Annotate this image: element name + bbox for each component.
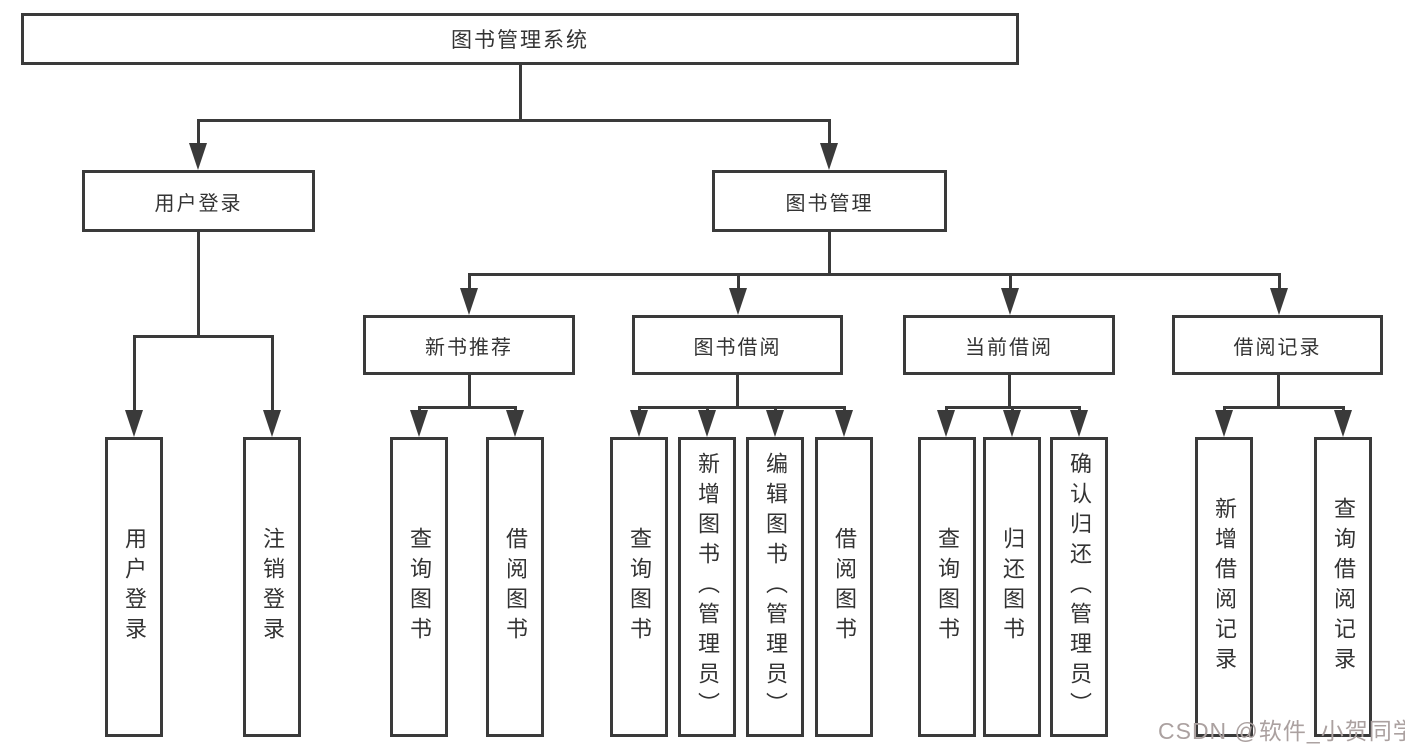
node-book-mgmt: 图书管理 [712,170,947,232]
connector-current-borrow-stem [1008,375,1011,409]
arrowhead-down-borrow-record [1270,288,1288,315]
node-book-mgmt-label: 图书管理 [785,192,874,215]
node-current-borrow-label: 当前借阅 [965,336,1053,359]
node-leaf-query-books-1: 查询图书 [390,437,448,737]
connector-drop-book-borrow [737,273,740,293]
arrowhead-down [1334,410,1352,437]
node-leaf-label: 查询借阅记录 [1331,497,1356,677]
node-book-borrow-label: 图书借阅 [693,336,782,359]
node-new-book-rec-label: 新书推荐 [425,336,513,359]
node-leaf-query-books-2: 查询图书 [610,437,668,737]
arrowhead-down-current-borrow [1001,288,1019,315]
connector-drop-borrow-record [1278,273,1281,293]
node-leaf-label: 查询图书 [407,527,432,647]
connector-drop-leaf-login [133,335,136,415]
arrowhead-down-book-mgmt [820,143,838,170]
arrowhead-down-new-book-rec [460,288,478,315]
node-current-borrow: 当前借阅 [903,315,1115,375]
node-leaf-label: 借阅图书 [832,527,857,647]
arrowhead-down [1215,410,1233,437]
node-user-login: 用户登录 [82,170,315,232]
arrowhead-down [630,410,648,437]
node-leaf-return-book: 归还图书 [983,437,1041,737]
arrowhead-down [937,410,955,437]
node-leaf-label: 注销登录 [260,527,285,647]
connector-book-borrow-bus [638,406,846,409]
node-leaf-confirm-return-admin: 确认归还（管理员） [1050,437,1108,737]
node-leaf-add-book-admin: 新增图书（管理员） [678,437,736,737]
node-leaf-borrow-books-1: 借阅图书 [486,437,544,737]
arrowhead-down-user-login [189,143,207,170]
node-root: 图书管理系统 [21,13,1019,65]
node-leaf-label: 新增借阅记录 [1212,497,1237,677]
node-borrow-record: 借阅记录 [1172,315,1383,375]
connector-drop-user-login [197,119,200,147]
connector-drop-current-borrow [1009,273,1012,293]
connector-borrow-record-stem [1277,375,1280,409]
node-leaf-label: 查询图书 [935,527,960,647]
node-leaf-label: 确认归还（管理员） [1067,452,1092,722]
arrowhead-down-book-borrow [729,288,747,315]
connector-user-login-bus [133,335,274,338]
node-leaf-query-borrow-record: 查询借阅记录 [1314,437,1372,737]
csdn-watermark: CSDN @软件_小贺同学 [1158,718,1405,744]
arrowhead-down [698,410,716,437]
node-leaf-label: 新增图书（管理员） [695,452,720,722]
node-user-login-label: 用户登录 [154,192,243,215]
connector-book-mgmt-bus [468,273,1281,276]
node-leaf-user-login: 用户登录 [105,437,163,737]
node-leaf-add-borrow-record: 新增借阅记录 [1195,437,1253,737]
node-leaf-label: 借阅图书 [503,527,528,647]
node-leaf-edit-book-admin: 编辑图书（管理员） [746,437,804,737]
arrowhead-down [1070,410,1088,437]
connector-borrow-record-bus [1223,406,1345,409]
connector-drop-book-mgmt [828,119,831,147]
connector-new-book-rec-stem [468,375,471,409]
arrowhead-down [410,410,428,437]
node-leaf-label: 查询图书 [627,527,652,647]
connector-user-login-stem [197,232,200,338]
node-leaf-query-books-3: 查询图书 [918,437,976,737]
node-leaf-label: 归还图书 [1000,527,1025,647]
arrowhead-down [766,410,784,437]
connector-root-bus [197,119,831,122]
arrowhead-down [1003,410,1021,437]
connector-drop-new-book-rec [468,273,471,293]
arrowhead-down-leaf-login [125,410,143,437]
connector-book-borrow-stem [736,375,739,409]
arrowhead-down [506,410,524,437]
arrowhead-down [835,410,853,437]
connector-drop-leaf-logout [271,335,274,415]
node-borrow-record-label: 借阅记录 [1233,336,1322,359]
connector-new-book-rec-bus [418,406,517,409]
node-leaf-label: 编辑图书（管理员） [763,452,788,722]
node-root-label: 图书管理系统 [451,29,589,52]
connector-root-stem [519,65,522,122]
arrowhead-down-leaf-logout [263,410,281,437]
node-leaf-logout: 注销登录 [243,437,301,737]
connector-book-mgmt-stem [828,232,831,276]
node-new-book-rec: 新书推荐 [363,315,575,375]
node-book-borrow: 图书借阅 [632,315,843,375]
node-leaf-borrow-books-2: 借阅图书 [815,437,873,737]
node-leaf-label: 用户登录 [122,527,147,647]
